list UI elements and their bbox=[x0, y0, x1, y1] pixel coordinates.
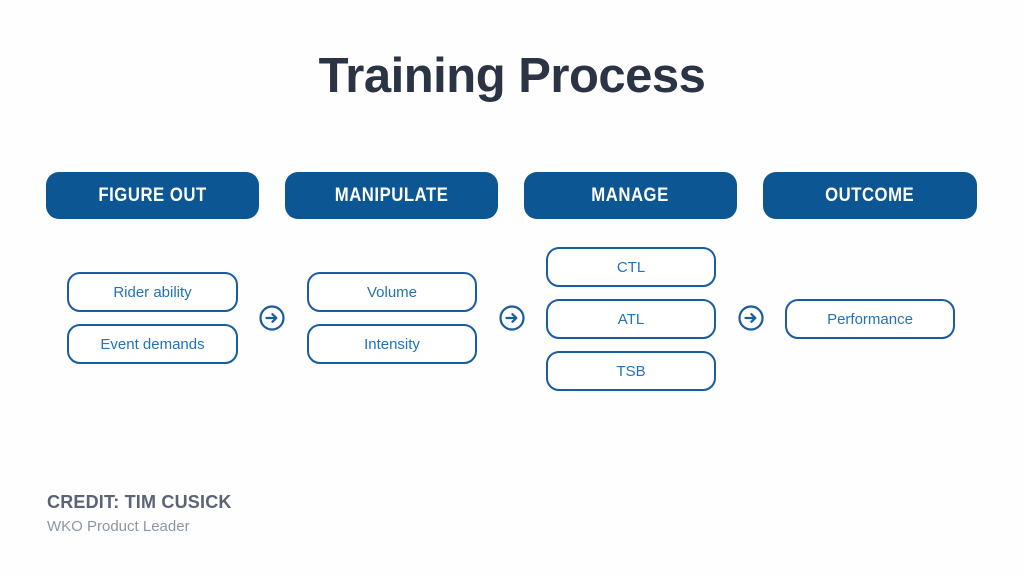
item-box-event-demands[interactable]: Event demands bbox=[67, 324, 238, 364]
stage-header-manipulate[interactable]: MANIPULATE bbox=[285, 172, 498, 219]
arrow-right-circle-icon bbox=[498, 304, 526, 332]
stage-header-label: MANIPULATE bbox=[334, 184, 449, 206]
stage-header-label: FIGURE OUT bbox=[98, 184, 207, 206]
credit-role: WKO Product Leader bbox=[47, 518, 190, 536]
arrow-right-circle-icon bbox=[258, 304, 286, 332]
item-box-atl[interactable]: ATL bbox=[546, 299, 716, 339]
page-title: Training Process bbox=[318, 49, 706, 103]
item-box-tsb[interactable]: TSB bbox=[546, 351, 716, 391]
item-box-volume[interactable]: Volume bbox=[307, 272, 477, 312]
item-box-performance[interactable]: Performance bbox=[785, 299, 955, 339]
arrow-right-circle-icon bbox=[737, 304, 765, 332]
stage-header-manage[interactable]: MANAGE bbox=[524, 172, 737, 219]
stage-header-label: OUTCOME bbox=[825, 184, 915, 206]
stage-header-outcome[interactable]: OUTCOME bbox=[763, 172, 977, 219]
stage-header-label: MANAGE bbox=[591, 184, 670, 206]
item-box-intensity[interactable]: Intensity bbox=[307, 324, 477, 364]
item-box-rider-ability[interactable]: Rider ability bbox=[67, 272, 238, 312]
stage-header-figure-out[interactable]: FIGURE OUT bbox=[46, 172, 259, 219]
credit-name: CREDIT: TIM CUSICK bbox=[47, 492, 232, 512]
item-box-ctl[interactable]: CTL bbox=[546, 247, 716, 287]
credit-block: CREDIT: TIM CUSICK WKO Product Leader bbox=[47, 490, 232, 539]
